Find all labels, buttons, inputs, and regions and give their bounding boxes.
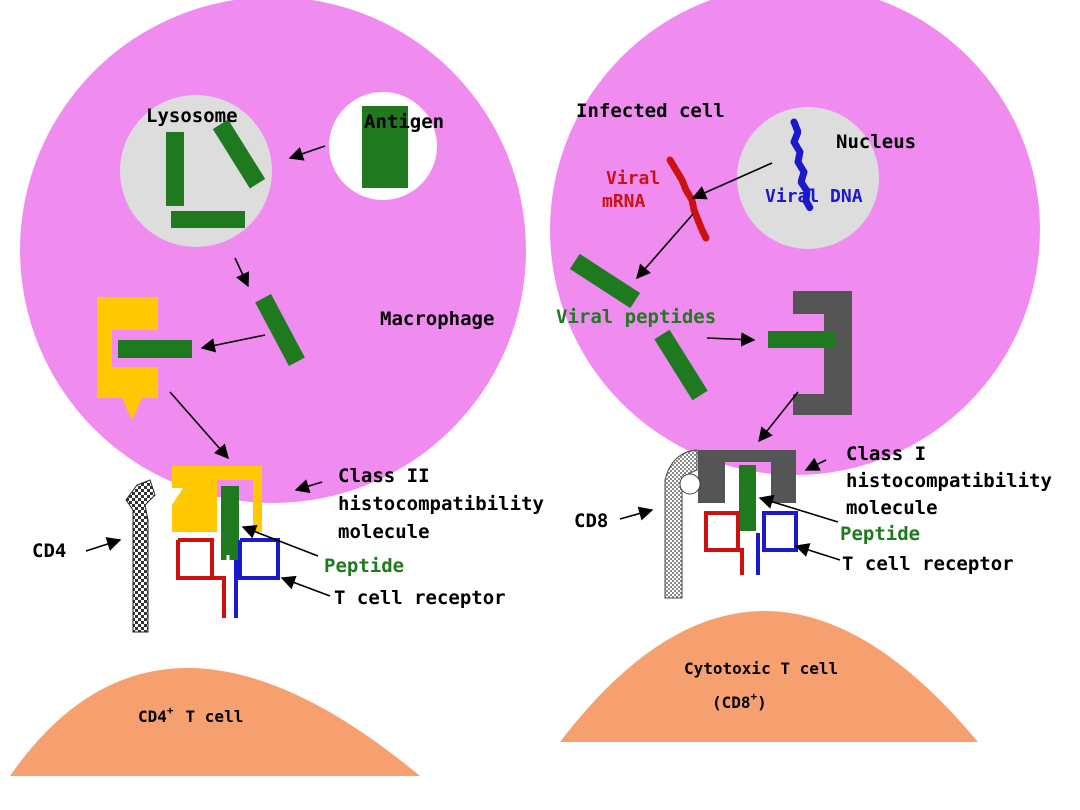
tcr-label-right: T cell receptor [842, 553, 1014, 575]
loaded-viral-peptide [768, 331, 836, 348]
lysosome-label: Lysosome [146, 105, 238, 127]
cytotoxic-t-cell-label-line1: Cytotoxic T cell [684, 659, 838, 678]
cd8-head [679, 473, 701, 495]
cd8-label: CD8 [574, 510, 608, 532]
tcr-label-left: T cell receptor [334, 587, 506, 609]
arrow-class-ii-to-surface [169, 391, 229, 460]
macrophage-label: Macrophage [380, 308, 494, 330]
arrow-class-ii-label [294, 479, 323, 494]
arrow-tcr-label-right [794, 543, 841, 561]
viral-peptide-upper [569, 253, 641, 309]
nucleus-label: Nucleus [836, 131, 916, 153]
tcr-red-chain-right [704, 511, 744, 575]
cd4-label: CD4 [32, 540, 66, 562]
macrophage-cell [20, 0, 526, 503]
class-i-label-line1: Class I [846, 443, 926, 465]
arrow-class-i-label [804, 457, 827, 471]
class-ii-molecule-surface [172, 466, 262, 532]
class-i-molecule-surface [698, 450, 796, 503]
cd4-t-cell [10, 668, 420, 776]
tcr-blue-chain-left [234, 538, 280, 618]
class-ii-label-line3: molecule [338, 521, 430, 543]
viral-dna-label: Viral DNA [765, 186, 863, 207]
bound-peptide-right [739, 465, 756, 531]
arrow-tcr-label-left [280, 575, 331, 597]
arrow-cd8-label [619, 506, 654, 521]
arrow-lysosome-down [234, 257, 250, 288]
class-ii-label-line2: histocompatibility [338, 493, 544, 515]
tcr-blue-chain-right [756, 511, 798, 575]
macrophage-peptide-diagonal [255, 293, 305, 367]
nucleus [737, 107, 879, 249]
antigen-label: Antigen [364, 111, 444, 133]
viral-dna-strand [790, 118, 814, 212]
peptide-label-left: Peptide [324, 555, 404, 577]
arrow-peptide-label-right [758, 494, 839, 523]
lysosome-peptide-horizontal [171, 211, 245, 228]
class-i-label-line3: molecule [846, 497, 938, 519]
cytotoxic-t-cell-label-line2: (CD8+) [712, 690, 767, 712]
class-ii-label-line1: Class II [338, 465, 430, 487]
class-i-label-line2: histocompatibility [846, 470, 1052, 492]
cd4-t-cell-label: CD4+T cell [138, 704, 243, 726]
cd4-molecule [125, 479, 156, 633]
infected-cell-label: Infected cell [576, 100, 725, 122]
arrow-dna-to-mrna [691, 162, 773, 200]
arrow-peptide-to-class-ii [200, 334, 266, 353]
bound-peptide-left [221, 486, 239, 560]
arrow-mrna-to-peptide [636, 213, 694, 280]
viral-peptide-lower [654, 329, 708, 401]
arrow-peptide-label-left [241, 524, 319, 557]
viral-peptides-label: Viral peptides [556, 306, 716, 328]
class-ii-molecule-internal [97, 297, 158, 420]
loaded-peptide-internal [118, 340, 192, 358]
arrow-cd4-label [85, 537, 122, 552]
viral-mrna-label-line2: mRNA [602, 191, 646, 212]
cytotoxic-t-cell [560, 611, 978, 742]
viral-mrna-label-line1: Viral [606, 168, 660, 189]
antigen-block [362, 106, 408, 188]
lysosome-peptide-diagonal [212, 119, 266, 189]
arrow-class-i-to-surface [758, 391, 799, 443]
lysosome-peptide-vertical [166, 132, 184, 206]
arrow-antigen-to-lysosome [288, 145, 326, 161]
viral-mrna-strand [666, 156, 710, 242]
tcr-red-chain-left [176, 538, 226, 618]
arrow-peptide-to-class-i [706, 332, 756, 347]
class-i-molecule-internal [793, 291, 852, 415]
peptide-label-right: Peptide [840, 523, 920, 545]
cd8-molecule [664, 449, 698, 599]
